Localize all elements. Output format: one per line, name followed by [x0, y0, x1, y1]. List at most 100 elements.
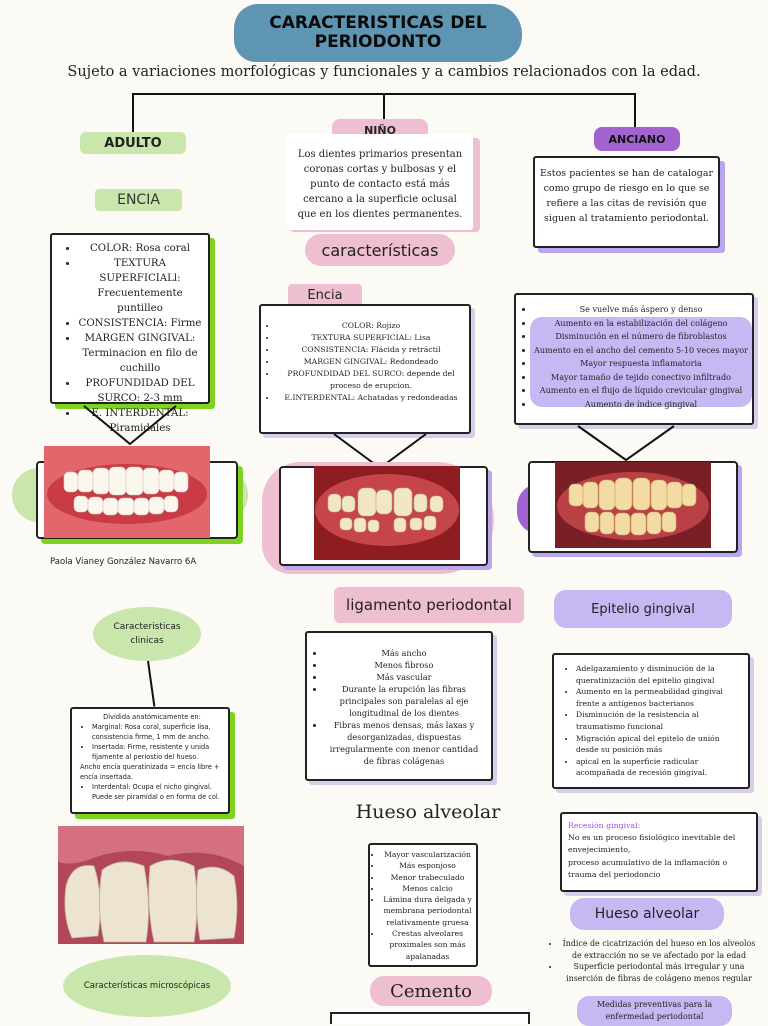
medidas-label: Medidas preventivas para la enfermedad p…	[577, 996, 732, 1026]
author-credit: Paola Vianey González Navarro 6A	[50, 557, 197, 567]
nino-teeth-photo	[314, 466, 460, 560]
anciano-hueso-text: Índice de cicatrización del hueso en los…	[550, 938, 758, 984]
list-item: Menos fibroso	[325, 659, 483, 671]
recesion-text-1: No es un proceso fisiológico inevitable …	[568, 833, 736, 855]
list-item: CONSISTENCIA: Flácida y retráctil	[277, 344, 465, 356]
clinicas-label: Caracteristicas clinicas	[113, 622, 181, 646]
nino-caracteristicas-label: características	[305, 234, 455, 266]
ligamento-list: Más ancho Menos fibroso Más vascular Dur…	[313, 647, 483, 767]
adulto-label: ADULTO	[80, 132, 186, 154]
list-item: Aumento en la permeabilidad gingival fre…	[576, 686, 744, 709]
page-title: CARACTERISTICAS DEL PERIODONTO	[269, 13, 487, 52]
anciano-teeth-photo	[555, 462, 711, 548]
list-item: Menor trabeculado	[382, 872, 473, 883]
adulto-teeth-photo	[44, 446, 210, 538]
clinicas-oval: Caracteristicas clinicas	[93, 607, 201, 661]
list-item: MARGEN GINGIVAL: Terminacion en filo de …	[78, 331, 202, 376]
connector-right-down	[634, 93, 636, 127]
recesion-text-2: proceso acumulativo de la inflamación o …	[568, 857, 728, 879]
ligamento-box: Más ancho Menos fibroso Más vascular Dur…	[305, 631, 493, 781]
list-item: PROFUNDIDAD DEL SURCO: 2-3 mm	[78, 376, 202, 406]
page-subtitle: Sujeto a variaciones morfológicas y func…	[67, 64, 701, 80]
anatomia-intro: Dividida anatómicamente en:	[103, 713, 201, 721]
list-item: Aumento en el ancho del cemento 5-10 vec…	[534, 344, 748, 358]
nino-hueso-label: Hueso alveolar	[355, 801, 501, 823]
list-item: Índice de cicatrización del hueso en los…	[560, 938, 758, 961]
nino-encia-label: Encia	[288, 284, 362, 306]
connector-mid-down	[383, 93, 385, 120]
list-item: Disminución de la resistencia al traumat…	[576, 709, 744, 732]
nino-desc: Los dientes primarios presentan coronas …	[297, 149, 463, 220]
anciano-highlight	[530, 317, 752, 407]
list-item: E.INTERDENTAL: Achatadas y redondeadas	[277, 392, 465, 404]
medidas-text: Medidas preventivas para la enfermedad p…	[596, 1000, 713, 1021]
microscopicas-oval: Características microscópicas	[63, 955, 231, 1017]
list-item: Crestas alveolares proximales son más ap…	[382, 928, 473, 962]
epitelio-box: Adelgazamiento y disminución de la quera…	[552, 653, 750, 789]
anciano-desc-box: Estos pacientes se han de catalogar como…	[533, 156, 720, 248]
recesion-title: Recesión gingival:	[568, 821, 641, 830]
list-item: Durante la erupción las fibras principal…	[325, 683, 483, 719]
list-item: Menos calcio	[382, 883, 473, 894]
list-item: TEXTURA SUPERFICIALl: Frecuentemente pun…	[78, 256, 202, 316]
list-item: COLOR: Rosa coral	[78, 241, 202, 256]
list-item: Lámina dura delgada y membrana periodont…	[382, 894, 473, 928]
list-item: Mayor respuesta inflamatoria	[534, 357, 748, 371]
connector-left-down	[132, 93, 134, 133]
adulto-encia-list: COLOR: Rosa coral TEXTURA SUPERFICIALl: …	[56, 241, 202, 436]
anciano-hueso-list: Índice de cicatrización del hueso en los…	[550, 938, 758, 984]
list-item: Superficie periodontal más irregular y u…	[560, 961, 758, 984]
connector-clinicas	[147, 660, 156, 707]
list-item: Aumento de índice gingival	[534, 398, 748, 412]
cemento-label: Cemento	[370, 976, 492, 1006]
list-item: Se vuelve más áspero y denso	[534, 303, 748, 317]
anatomia-list: Marginal: Rosa coral, superficie lisa, c…	[80, 722, 224, 762]
adulto-encia-label: ENCIA	[95, 189, 182, 211]
list-item: Fibras menos densas, más laxas y desorga…	[325, 719, 483, 767]
list-item: Aumento en el flujo de líquido crevicula…	[534, 384, 748, 398]
anatomia-note: Ancho encía queratinizada = encía libre …	[80, 763, 220, 781]
adulto-arrow	[83, 405, 177, 446]
list-item: apical en la superficie radicular acompa…	[576, 756, 744, 779]
list-item: Insertada: Firme, resistente y unida fij…	[92, 742, 224, 762]
anatomia-list-2: Interdental: Ocupa el nicho gingival. Pu…	[80, 782, 224, 802]
anciano-arrow	[577, 425, 675, 462]
list-item: COLOR: Rojizo	[277, 320, 465, 332]
list-item: Disminución en el número de fibroblastos	[534, 330, 748, 344]
adulto-closeup-photo	[58, 826, 244, 944]
microscopicas-label: Características microscópicas	[83, 981, 211, 991]
anciano-label: ANCIANO	[594, 127, 680, 151]
recesion-box: Recesión gingival: No es un proceso fisi…	[560, 812, 758, 892]
nino-hueso-box: Mayor vascularización Más esponjoso Meno…	[368, 843, 478, 967]
list-item: Adelgazamiento y disminución de la quera…	[576, 663, 744, 686]
list-item: Mayor tamaño de tejido conectivo infiltr…	[534, 371, 748, 385]
list-item: Interdental: Ocupa el nicho gingival. Pu…	[92, 782, 224, 802]
list-item: Más vascular	[325, 671, 483, 683]
nino-desc-box: Los dientes primarios presentan coronas …	[287, 134, 473, 230]
list-item: Migración apical del epitelo de unión de…	[576, 733, 744, 756]
anciano-list-box: Se vuelve más áspero y denso Aumento en …	[514, 293, 754, 425]
list-item: Más ancho	[325, 647, 483, 659]
anciano-list: Se vuelve más áspero y denso Aumento en …	[520, 303, 748, 411]
list-item: CONSISTENCIA: Firme	[78, 316, 202, 331]
list-item: Mayor vascularización	[382, 849, 473, 860]
nino-hueso-list: Mayor vascularización Más esponjoso Meno…	[372, 849, 473, 962]
list-item: TEXTURA SUPERFICIAL: Lisa	[277, 332, 465, 344]
epitelio-label: Epitelio gingival	[554, 590, 732, 628]
list-item: MARGEN GINGIVAL: Redondeado	[277, 356, 465, 368]
cemento-box-edge	[330, 1012, 530, 1024]
adulto-encia-box: COLOR: Rosa coral TEXTURA SUPERFICIALl: …	[50, 233, 210, 434]
nino-encia-list: COLOR: Rojizo TEXTURA SUPERFICIAL: Lisa …	[265, 320, 465, 404]
anciano-desc: Estos pacientes se han de catalogar como…	[539, 168, 714, 224]
epitelio-list: Adelgazamiento y disminución de la quera…	[556, 663, 744, 779]
list-item: Marginal: Rosa coral, superficie lisa, c…	[92, 722, 224, 742]
anatomia-box: Dividida anatómicamente en: Marginal: Ro…	[70, 707, 230, 814]
list-item: PROFUNDIDAD DEL SURCO: depende del proce…	[277, 368, 465, 392]
nino-encia-box: COLOR: Rojizo TEXTURA SUPERFICIAL: Lisa …	[259, 304, 471, 434]
list-item: Más esponjoso	[382, 860, 473, 871]
ligamento-label: ligamento periodontal	[334, 587, 524, 623]
anciano-hueso-label: Hueso alveolar	[570, 898, 724, 930]
title-banner: CARACTERISTICAS DEL PERIODONTO	[234, 4, 522, 62]
list-item: Aumento en la estabilización del colágen…	[534, 317, 748, 331]
list-item: E. INTERDENTAL: Piramidales	[78, 406, 202, 436]
